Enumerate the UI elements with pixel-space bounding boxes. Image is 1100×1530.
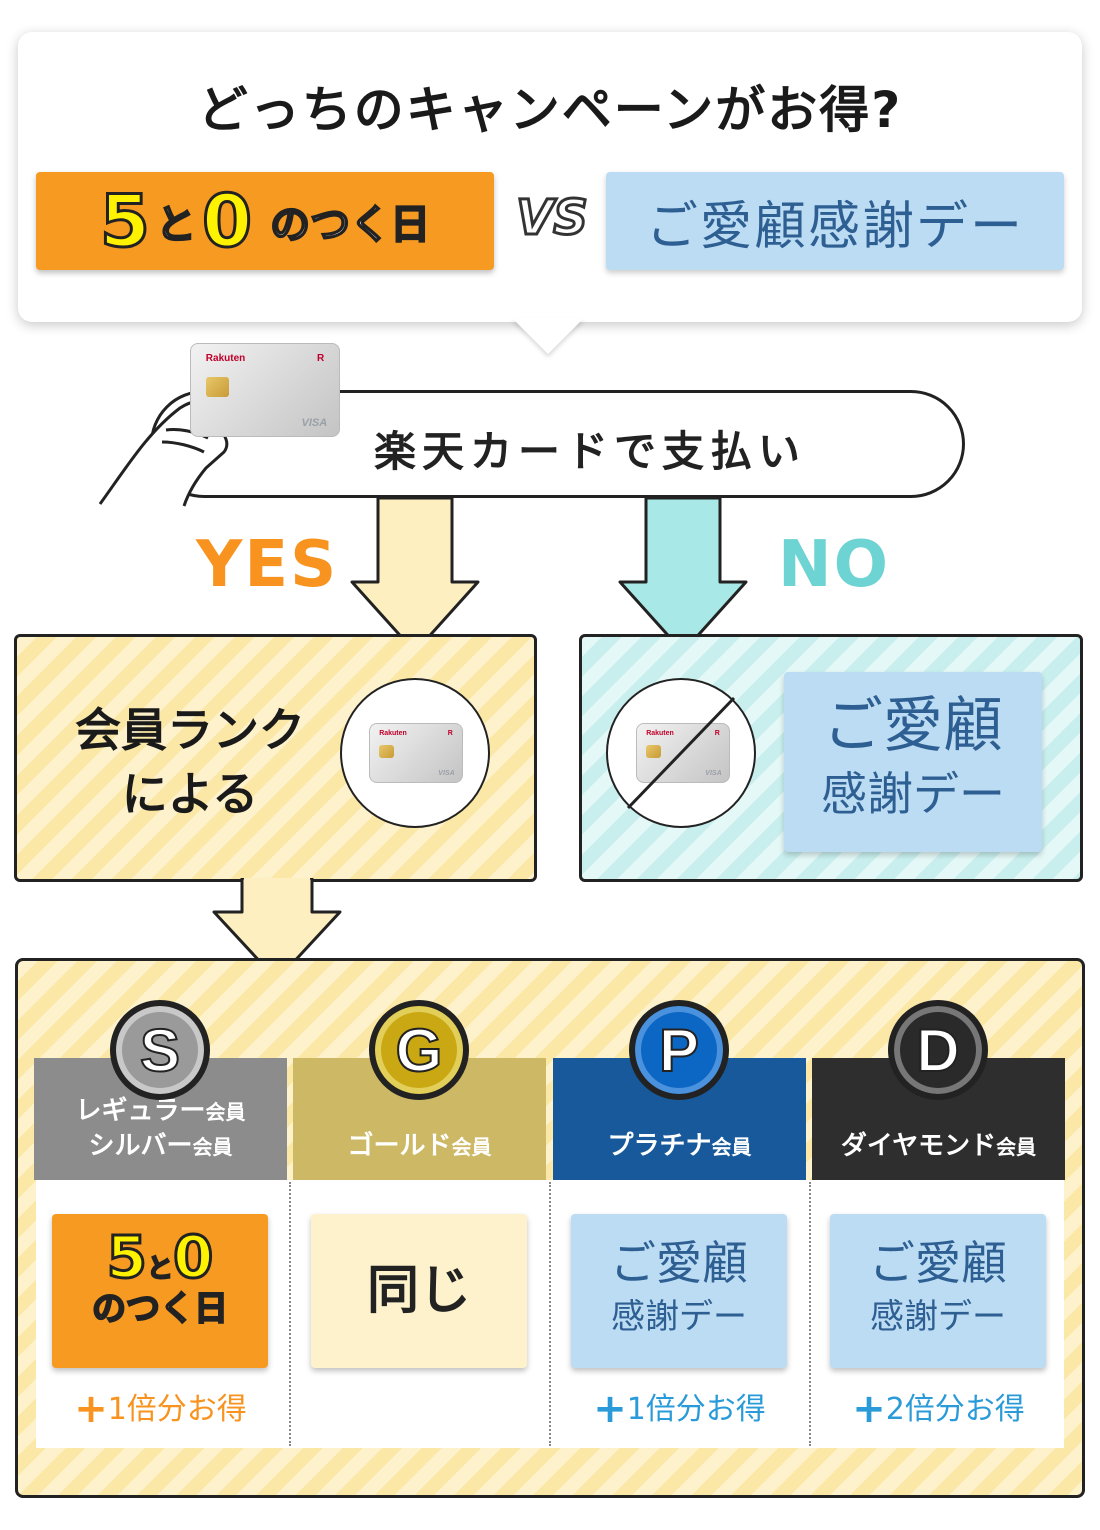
no-card-network: VISA [705,770,722,778]
no-arrow-icon [618,498,748,654]
result-num-5: 5 [105,1223,148,1291]
yes-card-brand: Rakuten [379,729,407,737]
gold-badge-icon: G [369,1000,469,1100]
rank-name: シルバー [88,1131,193,1161]
platinum-badge-icon: P [629,1000,729,1100]
bonus-text: 2倍分お得 [885,1392,1025,1427]
no-label: NO [778,528,890,602]
prohibited-slash-icon [626,696,736,810]
bubble-tail [512,318,584,354]
yes-line-1: 会員ランク [75,703,305,757]
result-line-1: ご愛顧 [610,1236,748,1290]
yes-line-2: による [121,767,259,821]
vs-label: VS [515,189,590,248]
rank-name: ダイヤモンド [840,1131,997,1161]
rank-member: 会員 [192,1135,233,1159]
card-chip [205,377,230,398]
no-loyalty-line-1: ご愛顧 [823,691,1003,761]
result-num-0: 0 [171,1223,214,1291]
rank-name: プラチナ [607,1131,712,1161]
result-line-2: 感謝デー [611,1297,747,1337]
rank-divider [289,1182,291,1446]
result-line-2: 感謝デー [870,1297,1006,1337]
card-mark: R [316,353,325,365]
rank-member: 会員 [205,1100,246,1124]
rank-member: 会員 [996,1135,1037,1159]
option-num-5: 5 [98,179,151,263]
diamond-bonus: +2倍分お得 [812,1384,1065,1432]
page-title: どっちのキャンペーンがお得? [197,81,903,139]
diamond-result-box: ご愛顧 感謝デー [830,1214,1046,1368]
gold-result-box: 同じ [311,1214,527,1368]
result-tail: のつく日 [91,1288,229,1330]
bonus-text: 1倍分お得 [626,1392,766,1427]
question-text: 楽天カードで支払い [373,427,806,476]
bonus-text: 1倍分お得 [107,1392,247,1427]
yes-card-image: Rakuten R VISA [369,723,463,783]
rank-divider [549,1182,551,1446]
diamond-badge-icon: D [888,1000,988,1100]
silver-result-box: 5と0 のつく日 [52,1214,268,1368]
rakuten-card-image: Rakuten R VISA [190,343,340,437]
no-loyalty-line-2: 感謝デー [821,767,1005,821]
option-loyalty-day: ご愛顧感謝デー [606,172,1064,270]
card-brand: Rakuten [205,353,246,365]
option-tail: のつく日 [269,201,431,249]
option-to: と [155,201,197,249]
silver-bonus: +1倍分お得 [34,1384,287,1432]
yes-card-chip [379,744,394,758]
yes-label: YES [196,528,339,602]
platinum-bonus: +1倍分お得 [553,1384,806,1432]
no-card-mark: R [714,729,720,737]
no-loyalty-day-box: ご愛顧 感謝デー [784,672,1042,852]
rank-name: ゴールド [347,1131,452,1161]
rank-name: レギュラー [75,1096,206,1126]
result-to: と [146,1253,174,1285]
yes-card-network: VISA [438,770,455,778]
result-line-1: ご愛顧 [869,1236,1007,1290]
option-num-0: 0 [200,179,253,263]
rank-member: 会員 [711,1135,752,1159]
rank-head-diamond: ダイヤモンド会員 [812,1058,1065,1180]
rank-member: 会員 [451,1135,492,1159]
rank-divider [809,1182,811,1446]
yes-arrow-icon [350,498,480,654]
plus-icon: + [852,1386,886,1432]
plus-icon: + [74,1386,108,1432]
rank-arrow-icon [212,878,342,982]
yes-result-text: 会員ランク による [40,698,340,826]
card-network: VISA [301,416,328,429]
rank-head-gold: ゴールド会員 [293,1058,546,1180]
silver-badge-icon: S [110,1000,210,1100]
no-card-chip [646,744,661,758]
yes-card-mark: R [447,729,453,737]
option-5-0-day: 5 と 0 のつく日 [36,172,494,270]
no-card-brand: Rakuten [646,729,674,737]
plus-icon: + [593,1386,627,1432]
platinum-result-box: ご愛顧 感謝デー [571,1214,787,1368]
